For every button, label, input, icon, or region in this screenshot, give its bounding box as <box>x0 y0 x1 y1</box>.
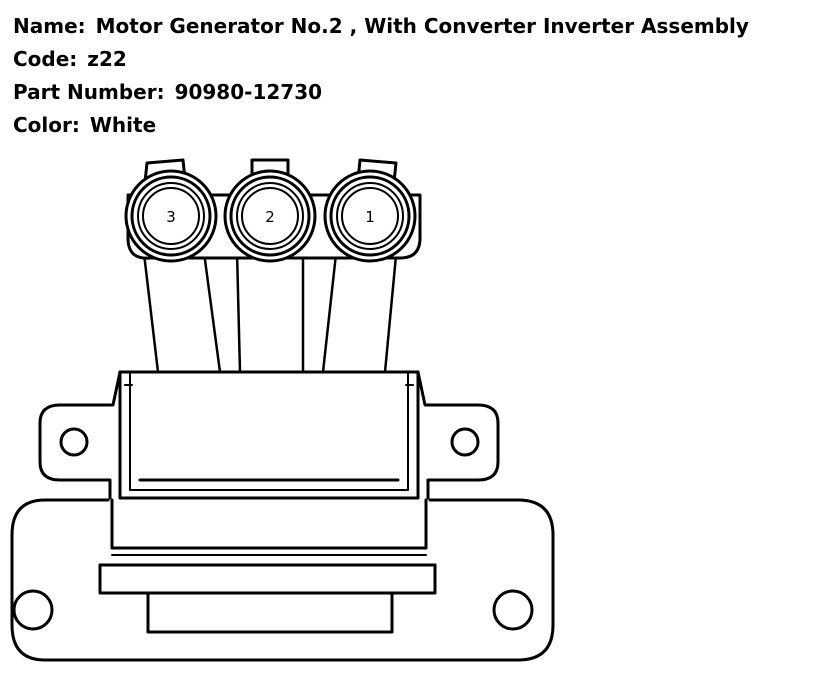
connector-info: Name: Motor Generator No.2 , With Convert… <box>13 10 749 142</box>
left-flange <box>38 370 122 500</box>
part-number-value: 90980-12730 <box>174 80 323 104</box>
code-value: z22 <box>87 47 127 71</box>
color-row: Color: White <box>13 109 749 142</box>
terminal-legs <box>141 243 399 374</box>
pin-label-3: 3 <box>166 208 176 226</box>
code-label: Code: <box>13 47 78 71</box>
part-number-label: Part Number: <box>13 80 165 104</box>
mounting-hole-upper-left <box>59 427 89 457</box>
right-flange <box>416 370 500 500</box>
name-value: Motor Generator No.2 , With Converter In… <box>95 14 749 38</box>
terminal-3: 3 <box>124 169 218 263</box>
terminal-1: 1 <box>323 169 417 263</box>
pin-label-2: 2 <box>265 208 275 226</box>
code-row: Code: z22 <box>13 43 749 76</box>
mounting-hole-lower-right <box>492 589 534 631</box>
color-label: Color: <box>13 113 80 137</box>
terminal-2: 2 <box>223 169 317 263</box>
mounting-base <box>10 498 555 662</box>
mounting-hole-upper-right <box>450 427 480 457</box>
color-value: White <box>89 113 157 137</box>
base-band <box>98 563 437 595</box>
bottom-tab <box>146 591 394 634</box>
pin-label-1: 1 <box>365 208 375 226</box>
part-number-row: Part Number: 90980-12730 <box>13 76 749 109</box>
name-row: Name: Motor Generator No.2 , With Convert… <box>13 10 749 43</box>
mounting-hole-lower-left <box>12 589 54 631</box>
name-label: Name: <box>13 14 86 38</box>
